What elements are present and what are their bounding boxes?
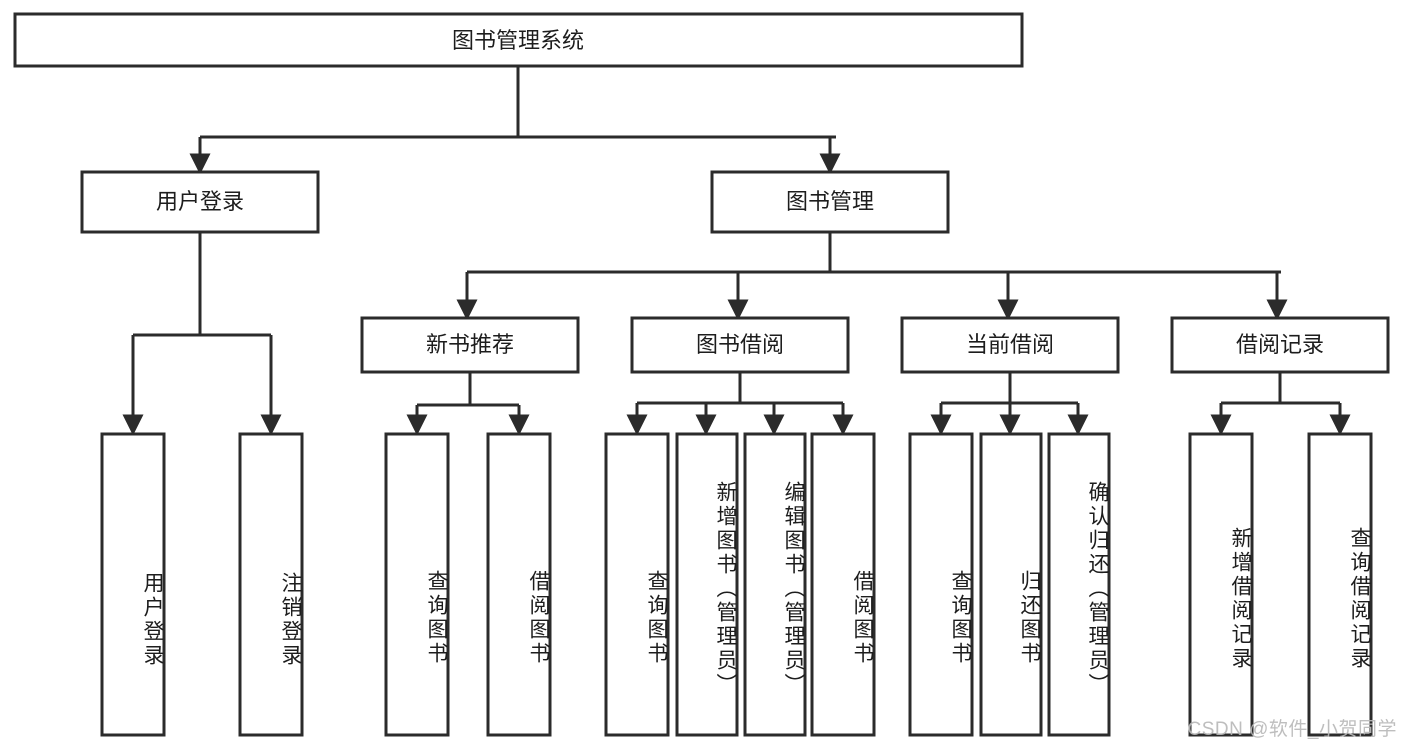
connector-borrowrecord-to-leaves [1210, 372, 1351, 436]
connector-userlogin-to-leaves [122, 232, 282, 436]
node-borrow-record[interactable]: 借阅记录 [1170, 316, 1390, 374]
leaf-box-currentborrow-1[interactable] [908, 432, 974, 737]
leaf-box-user-login-1[interactable] [100, 432, 166, 737]
leaf-box-currentborrow-3[interactable] [1047, 432, 1111, 737]
leaf-box-bookborrow-4[interactable] [810, 432, 876, 737]
connector-currentborrow-to-leaves [930, 372, 1089, 436]
leaf-box-borrowrecord-1[interactable] [1188, 432, 1254, 737]
csdn-watermark: CSDN @软件_小贺同学 [1187, 719, 1397, 740]
leaf-box-newbook-1[interactable] [384, 432, 450, 737]
connector-root-to-level2 [189, 66, 841, 175]
node-book-borrow[interactable]: 图书借阅 [630, 316, 850, 374]
leaf-box-currentborrow-2[interactable] [979, 432, 1043, 737]
leaf-box-borrowrecord-2[interactable] [1307, 432, 1373, 737]
connector-bookborrow-to-leaves [626, 372, 854, 436]
connector-bookmgmt-to-level3 [456, 232, 1288, 321]
leaf-box-bookborrow-3[interactable] [743, 432, 807, 737]
node-root-label: 图书管理系统 [452, 28, 584, 53]
node-book-management-label: 图书管理 [786, 189, 874, 214]
node-book-borrow-label: 图书借阅 [696, 332, 784, 357]
leaf-box-bookborrow-2[interactable] [675, 432, 739, 737]
leaf-box-bookborrow-1[interactable] [604, 432, 670, 737]
leaf-box-newbook-2[interactable] [486, 432, 552, 737]
node-borrow-record-label: 借阅记录 [1236, 332, 1324, 357]
node-root[interactable]: 图书管理系统 [13, 12, 1024, 68]
node-new-book-recommend-label: 新书推荐 [426, 332, 514, 357]
node-user-login[interactable]: 用户登录 [80, 170, 320, 234]
connector-newbook-to-leaves [406, 372, 530, 436]
node-new-book-recommend[interactable]: 新书推荐 [360, 316, 580, 374]
node-current-borrow[interactable]: 当前借阅 [900, 316, 1120, 374]
node-book-management[interactable]: 图书管理 [710, 170, 950, 234]
leaf-box-user-login-2[interactable] [238, 432, 304, 737]
node-current-borrow-label: 当前借阅 [966, 332, 1054, 357]
node-user-login-label: 用户登录 [156, 189, 244, 214]
